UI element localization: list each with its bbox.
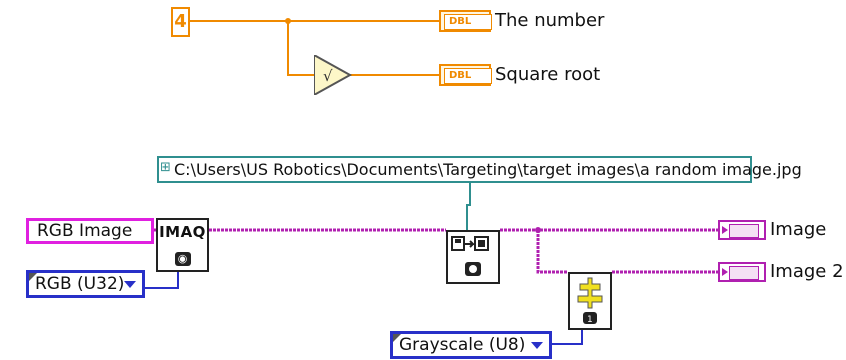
image2-indicator-label: Image 2 [770, 261, 844, 282]
square-root-icon: √ [313, 53, 353, 97]
readfile-icon [451, 236, 489, 276]
grayscale-type-enum[interactable]: Grayscale (U8) [390, 331, 552, 359]
path-constant[interactable]: C:\Users\US Robotics\Documents\Targeting… [157, 156, 802, 183]
sqrt-indicator-label: Square root [495, 64, 601, 85]
square-root-symbol: √ [323, 67, 333, 85]
enum-corner-icon [393, 334, 401, 342]
wire-image-to-cast[interactable] [536, 230, 568, 274]
imaq-label: IMAQ [159, 223, 206, 241]
path-type-icon: ⊞ [160, 160, 171, 175]
sqrt-indicator[interactable]: DBL [439, 64, 492, 86]
image-type-enum[interactable]: RGB (U32) [26, 270, 145, 298]
image-type-value: RGB (U32) [35, 274, 125, 294]
imaq-create-icon: ◉ [174, 252, 191, 266]
cast-image-icon: 1 [577, 277, 603, 325]
enum-corner-icon [29, 273, 37, 281]
imaq-readfile-vi[interactable] [446, 230, 500, 284]
chevron-down-icon [531, 342, 543, 349]
wire-path-to-readfile[interactable] [466, 183, 471, 230]
indicator-type-tag: DBL [444, 68, 492, 84]
image-constant[interactable]: RGB Image [26, 218, 154, 244]
indicator-type-tag: DBL [444, 14, 492, 30]
number-indicator[interactable]: DBL [439, 10, 492, 32]
chevron-down-icon [124, 281, 136, 288]
image-indicator-label: Image [770, 219, 827, 240]
wire-enum-to-imaq[interactable] [145, 272, 179, 289]
svg-text:1: 1 [587, 315, 593, 325]
image2-indicator[interactable] [718, 262, 766, 282]
imaq-cast-image-vi[interactable]: 1 [568, 272, 612, 330]
square-root-function[interactable]: √ [313, 53, 354, 97]
image-indicator[interactable] [718, 220, 766, 240]
grayscale-type-value: Grayscale (U8) [399, 335, 526, 355]
image-type-icon [729, 224, 759, 238]
imaq-create-vi[interactable]: IMAQ ◉ [156, 218, 209, 272]
wire-number-to-sqrt[interactable] [287, 21, 314, 76]
number-indicator-label: The number [495, 10, 605, 31]
image-type-icon [729, 266, 759, 280]
numeric-constant[interactable]: 4 [171, 7, 190, 37]
indicator-arrow-icon [722, 226, 728, 234]
wire-grayscale-to-cast[interactable] [552, 330, 583, 345]
indicator-arrow-icon [722, 268, 728, 276]
